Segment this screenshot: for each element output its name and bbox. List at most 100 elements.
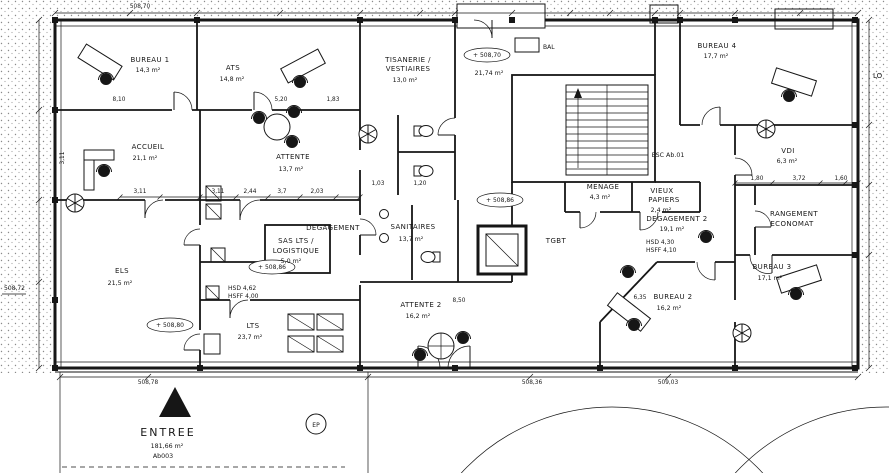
- reception-desk: [83, 159, 95, 191]
- room-label-sanitaires: SANITAIRES: [391, 223, 436, 231]
- room-area-menage: 4,3 m²: [590, 194, 611, 201]
- level-labels: + 508,70 + 508,86 + 508,86 + 508,80 508,…: [4, 4, 678, 386]
- reception-desk: [83, 149, 115, 161]
- room-label-ats: ATS: [226, 64, 240, 72]
- lo-label: LO: [873, 72, 883, 80]
- level-hall-center: + 508,86: [486, 197, 514, 204]
- entry-area: 181,66 m²: [151, 443, 184, 450]
- dim: 1,83: [327, 97, 340, 103]
- room-area-bureau3: 17,1 m²: [758, 275, 783, 282]
- plaza: [55, 371, 889, 473]
- room-area-tisanerie: 13,0 m²: [393, 77, 418, 84]
- bal-label: BAL: [543, 44, 555, 51]
- room-label-degagement2: DEGAGEMENT 2: [646, 215, 707, 223]
- staircase: [511, 74, 656, 183]
- spot-level-west: 508,72: [4, 285, 25, 292]
- interior-walls: [55, 20, 858, 368]
- room-label-sas-1: SAS LTS /: [278, 237, 314, 245]
- canopy-blocks: [456, 3, 834, 53]
- dim: 3,72: [793, 176, 806, 182]
- entry-title: ENTREE: [140, 426, 195, 439]
- furniture: [65, 43, 822, 361]
- room-label-bureau3: BUREAU 3: [752, 263, 791, 271]
- dimension-labels: 8,10 5,20 1,83 3,11 3,11 2,44 3,7 2,03 1…: [60, 97, 848, 304]
- dim: 3,11: [134, 189, 147, 195]
- room-area-vdi: 6,3 m²: [777, 158, 798, 165]
- room-label-vieux-2: PAPIERS: [648, 196, 680, 204]
- hsff-degagement2: HSFF 4,10: [646, 247, 677, 254]
- round-table: [263, 113, 291, 141]
- room-label-sas-2: LOGISTIQUE: [273, 247, 320, 255]
- room-label-els: ELS: [115, 267, 129, 275]
- room-label-attente: ATTENTE: [276, 153, 310, 161]
- room-labels: BUREAU 1 14,3 m² ATS 14,8 m² TISANERIE /…: [108, 42, 818, 341]
- room-area-sas: 5,0 m²: [281, 258, 302, 265]
- dim: 8,10: [113, 97, 126, 103]
- dim: 6,35: [634, 295, 647, 301]
- room-label-lts: LTS: [247, 322, 260, 330]
- room-area-degagement2: 19,1 m²: [660, 226, 685, 233]
- dim: 2,03: [311, 189, 324, 195]
- entrance-arrow: [159, 387, 191, 417]
- dim: 3,11: [60, 151, 66, 164]
- room-label-vieux-1: VIEUX: [650, 187, 673, 195]
- plant: [732, 323, 752, 343]
- plant: [358, 124, 378, 144]
- level-hall-top: + 508,70: [473, 52, 501, 59]
- tgbt-cabinet: [476, 224, 528, 276]
- level-markers: [146, 47, 524, 333]
- level-sas: + 508,86: [258, 264, 286, 271]
- room-area-accueil: 21,1 m²: [133, 155, 158, 162]
- building-outline: [53, 18, 860, 370]
- room-area-bureau2: 16,2 m²: [657, 305, 682, 312]
- room-label-bureau1: BUREAU 1: [130, 56, 169, 64]
- hsd-sas: HSD 4,62: [228, 285, 256, 292]
- room-label-tisanerie-1: TISANERIE /: [384, 56, 431, 64]
- dim: 3,11: [212, 189, 225, 195]
- room-area-hall: 21,74 m²: [475, 70, 504, 77]
- toilet: [420, 251, 441, 263]
- entry-labels: ENTREE 181,66 m² Ab003: [140, 426, 195, 460]
- room-label-rangement-1: RANGEMENT: [770, 210, 818, 218]
- room-label-bureau2: BUREAU 2: [653, 293, 692, 301]
- dim: 8,50: [453, 298, 466, 304]
- room-label-tgbt: TGBT: [545, 237, 567, 245]
- toilet: [413, 125, 434, 137]
- plant: [756, 119, 776, 139]
- room-label-vdi: VDI: [781, 147, 794, 155]
- ep-marker-circle: [305, 413, 327, 435]
- dim: 3,7: [277, 189, 287, 195]
- spot-level-south-left: 508,78: [138, 380, 159, 386]
- room-label-accueil: ACCUEIL: [132, 143, 165, 151]
- room-area-els: 21,5 m²: [108, 280, 133, 287]
- room-label-bureau4: BUREAU 4: [697, 42, 736, 50]
- room-label-tisanerie-2: VESTIAIRES: [386, 65, 431, 73]
- pavement-arc: [734, 406, 889, 473]
- ep-label: EP: [312, 422, 320, 429]
- dim: 1,80: [751, 176, 764, 182]
- plant: [65, 193, 85, 213]
- room-area-lts: 23,7 m²: [238, 334, 263, 341]
- level-lts: + 508,80: [156, 322, 184, 329]
- dim: 1,03: [372, 181, 385, 187]
- room-label-attente2: ATTENTE 2: [400, 301, 441, 309]
- dim: 5,20: [275, 97, 288, 103]
- room-label-rangement-2: ECONOMAT: [770, 220, 814, 228]
- sink: [379, 233, 389, 243]
- room-label-degagement: DEGAGEMENT: [306, 224, 360, 232]
- hsd-degagement2: HSD 4,30: [646, 239, 674, 246]
- spot-level-south-center: 508,36: [522, 380, 543, 386]
- room-area-vieux: 2,4 m²: [651, 207, 672, 214]
- room-area-attente: 13,7 m²: [279, 166, 304, 173]
- toilet: [413, 165, 434, 177]
- annotation-labels: HSD 4,62 HSFF 4,00 HSD 4,30 HSFF 4,10 BA…: [228, 44, 883, 429]
- room-label-menage: MENAGE: [587, 183, 620, 191]
- entry-ref: Ab003: [153, 453, 173, 460]
- room-area-attente2: 16,2 m²: [406, 313, 431, 320]
- dim: 2,44: [244, 189, 257, 195]
- hsff-sas: HSFF 4,00: [228, 293, 259, 300]
- stair-direction-arrow: [574, 88, 582, 98]
- spot-level-south-right: 509,03: [658, 380, 679, 386]
- room-area-bureau4: 17,7 m²: [704, 53, 729, 60]
- sink: [379, 209, 389, 219]
